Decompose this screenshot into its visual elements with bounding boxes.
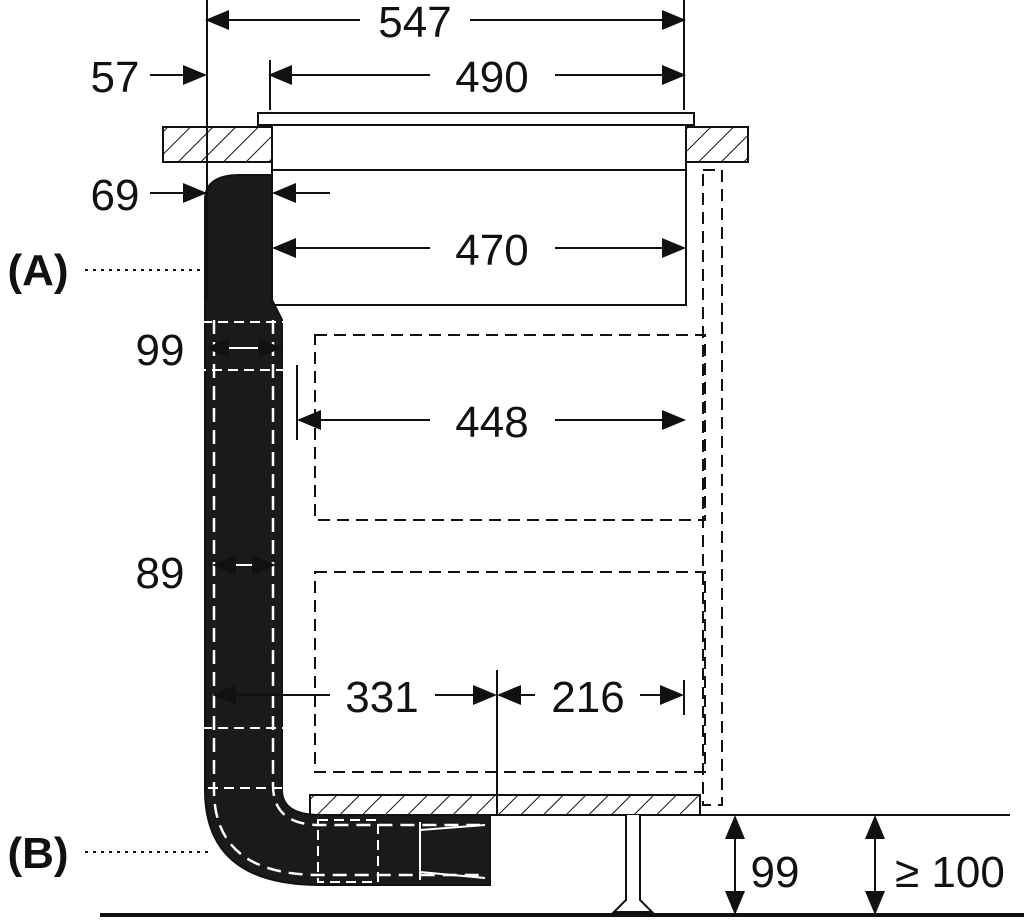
dim-57: 57 (91, 53, 140, 102)
dim-331: 331 (345, 673, 418, 722)
dim-547: 547 (378, 0, 451, 47)
dim-min-100: ≥ 100 (895, 848, 1005, 897)
dim-216: 216 (551, 673, 624, 722)
worktop-right (685, 126, 749, 163)
dim-69: 69 (91, 171, 140, 220)
worktop-left (162, 126, 273, 163)
dim-99-plinth: 99 (751, 848, 800, 897)
dim-490: 490 (455, 53, 528, 102)
hob-plate (257, 112, 695, 126)
label-b: (B) (7, 829, 68, 878)
label-a: (A) (7, 246, 68, 295)
dim-89: 89 (136, 549, 185, 598)
cabinet-leg (611, 815, 655, 913)
dim-470: 470 (455, 226, 528, 275)
extractor-unit (271, 169, 687, 306)
dim-448: 448 (455, 398, 528, 447)
dimension-arrows (85, 9, 885, 915)
base-board (309, 794, 701, 816)
dim-99-duct: 99 (136, 326, 185, 375)
hob-body (271, 124, 687, 171)
cabinet-outline (314, 169, 723, 806)
